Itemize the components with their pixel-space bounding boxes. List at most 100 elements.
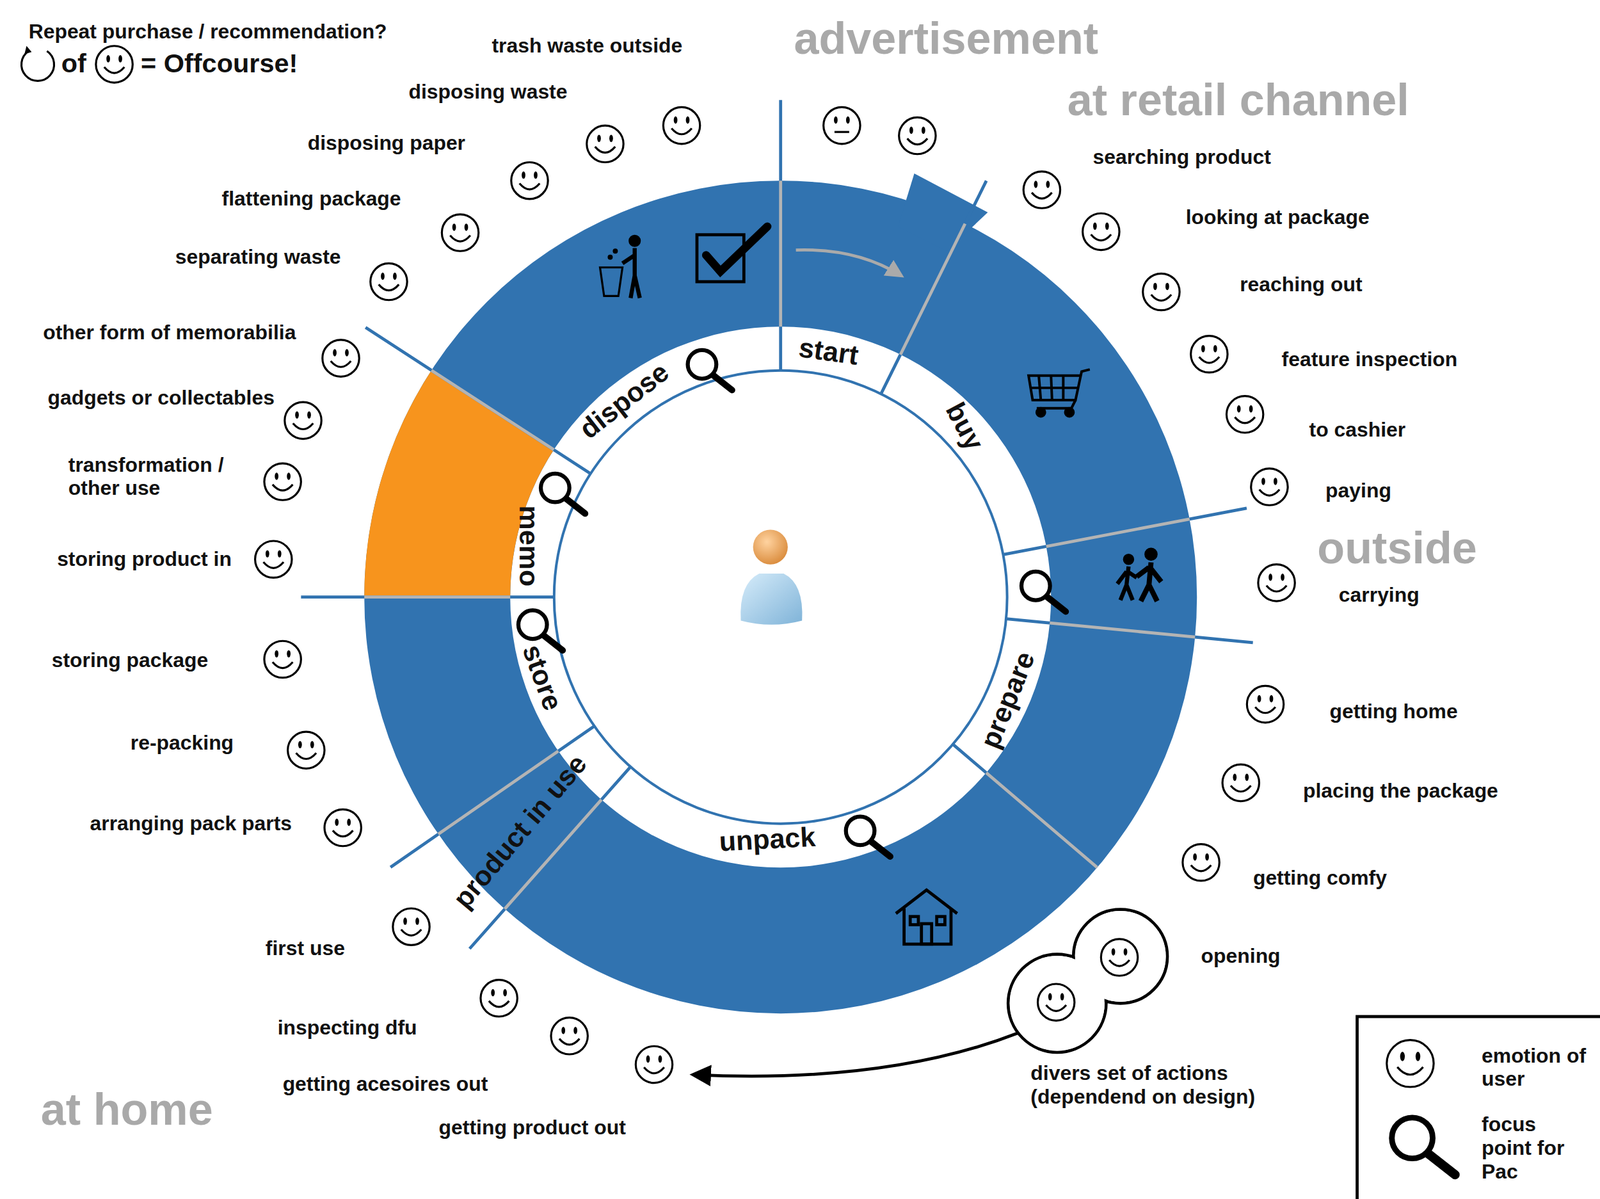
smiley-face	[264, 640, 301, 678]
step-label: divers set of actions (dependend on desi…	[1030, 1061, 1291, 1108]
step-label: trash waste outside	[491, 33, 683, 58]
phase-divider	[1006, 618, 1254, 643]
step-label: re-packing	[130, 730, 234, 755]
user-figure	[740, 529, 802, 624]
smiley-face	[1226, 396, 1263, 433]
cart-icon	[1028, 369, 1090, 416]
phase-divider	[431, 369, 554, 450]
step-label: getting product out	[439, 1115, 626, 1140]
step-label: feature inspection	[1281, 347, 1458, 372]
step-label: placing the package	[1303, 778, 1499, 803]
step-label: other form of memorabilia	[42, 320, 296, 345]
phase-label: memo	[512, 505, 545, 587]
smiley-face	[511, 162, 548, 200]
step-label: disposing waste	[408, 80, 568, 104]
step-label: opening	[1201, 944, 1281, 969]
step-label: carrying	[1338, 583, 1420, 607]
smiley-face	[1191, 336, 1228, 373]
smiley-face	[1182, 844, 1220, 881]
phase-label: start	[796, 332, 861, 372]
smiley-face	[1251, 468, 1288, 505]
magnifier-icon	[846, 816, 891, 857]
smiley-face	[324, 808, 361, 846]
smiley-face	[1386, 1040, 1434, 1087]
smiley-face	[1082, 213, 1120, 250]
step-label: gadgets or collectables	[47, 385, 274, 410]
magnifier-icon	[1021, 571, 1066, 612]
trash-icon	[600, 235, 640, 298]
smiley-face	[663, 106, 700, 144]
memo-sector	[364, 369, 554, 597]
smiley-face	[586, 125, 624, 162]
step-label: transformation / other use	[68, 453, 263, 500]
legend-text: emotion of user	[1481, 1043, 1594, 1091]
magnifier-icon	[540, 473, 585, 514]
phase-divider	[364, 595, 511, 599]
phase-divider	[986, 772, 1097, 868]
step-label: arranging pack parts	[90, 811, 292, 836]
walking-people-icon	[1117, 547, 1162, 601]
zone-label: outside	[1317, 522, 1477, 575]
phase-divider	[952, 744, 1098, 868]
leader-arrow	[693, 1032, 1019, 1077]
smiley-face	[284, 401, 322, 439]
focus-lenses	[518, 350, 1456, 1175]
emotion-faces	[96, 46, 1434, 1087]
smiley-face	[1037, 983, 1074, 1021]
phase-divider	[900, 224, 966, 355]
step-label: reaching out	[1239, 272, 1362, 297]
lifecycle-ring	[300, 99, 1253, 1014]
smiley-face	[899, 117, 936, 154]
title-text: of	[61, 49, 87, 80]
magnifier-icon	[1392, 1117, 1456, 1175]
smiley-face	[392, 908, 430, 945]
phase-divider	[1046, 519, 1190, 547]
smiley-face	[1100, 938, 1138, 976]
smiley-face	[322, 339, 360, 377]
step-label: flattening package	[222, 187, 402, 212]
step-label: first use	[265, 936, 345, 960]
smiley-face	[441, 214, 479, 251]
step-label: storing product in	[56, 547, 232, 571]
smiley-face	[1246, 685, 1284, 722]
smiley-face	[1143, 273, 1180, 310]
smiley-face	[1023, 171, 1060, 208]
step-label: getting comfy	[1253, 865, 1387, 890]
step-label: paying	[1325, 479, 1392, 504]
step-label: to cashier	[1309, 417, 1407, 442]
phase-divider	[778, 180, 783, 327]
title-text: = Offcourse!	[140, 49, 298, 80]
band-arrowhead	[897, 173, 988, 251]
loop-symbol	[21, 46, 54, 82]
legend-box	[1357, 1016, 1600, 1199]
legend-text: focus point for Pac	[1481, 1112, 1584, 1184]
step-label: getting acesoires out	[282, 1072, 489, 1096]
smiley-face	[370, 263, 408, 300]
zone-label: advertisement	[793, 12, 1099, 65]
phase-divider	[365, 327, 591, 474]
smiley-face	[480, 979, 518, 1017]
smiley-face	[1258, 564, 1295, 601]
phase-label: unpack	[718, 821, 816, 859]
phase-divider	[881, 180, 987, 394]
inner-circle	[554, 370, 1008, 824]
magnifier-icon	[688, 350, 733, 391]
smiley-face	[1222, 764, 1259, 801]
step-label: storing package	[51, 648, 209, 672]
title-text: Repeat purchase / recommendation?	[28, 19, 388, 44]
actions-bubble	[1008, 909, 1168, 1053]
step-label: looking at package	[1185, 205, 1370, 230]
flow-arrow	[796, 249, 902, 276]
smiley-face	[264, 463, 301, 500]
smiley-face	[823, 106, 861, 144]
phase-band	[364, 180, 1197, 1014]
phase-divider	[1002, 508, 1247, 555]
smiley-face	[635, 1045, 672, 1083]
step-label: disposing paper	[307, 131, 466, 155]
zone-label: at home	[40, 1083, 214, 1136]
step-label: inspecting dfu	[277, 1015, 418, 1040]
checkbox-icon	[696, 226, 768, 282]
smiley-face	[551, 1017, 588, 1055]
smiley-face	[255, 540, 292, 578]
